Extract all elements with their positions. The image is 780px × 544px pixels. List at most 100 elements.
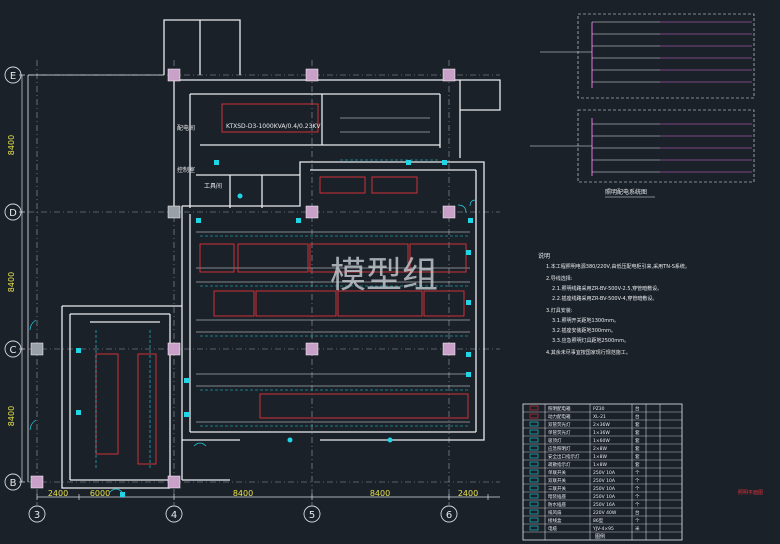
legend-cell: 1×36W xyxy=(593,430,610,436)
legend-cell: 双管荧光灯 xyxy=(548,421,571,428)
legend-cell: 单联开关 xyxy=(548,469,566,476)
axis-bubble-d: D xyxy=(4,203,22,221)
notes-heading: 说明 xyxy=(538,252,550,260)
axis-bubble-4: 4 xyxy=(165,505,183,523)
legend-cell: XL-21 xyxy=(593,414,606,420)
legend-cell: 接线盒 xyxy=(548,517,562,524)
axis-bubble-5: 5 xyxy=(303,505,321,523)
side-room-label-1: 配电间 xyxy=(177,124,195,132)
legend-cell: 暗装插座 xyxy=(548,493,566,500)
legend-cell: 250V 10A xyxy=(593,478,616,484)
svg-text:D: D xyxy=(9,208,17,219)
door-swings xyxy=(29,199,477,493)
row-dim-2: 8400 xyxy=(7,272,16,292)
legend-symbol xyxy=(529,477,539,483)
legend-cell: 排风扇 xyxy=(548,509,562,516)
legend-cell: 个 xyxy=(635,494,640,500)
legend-cell: PZ30 xyxy=(593,406,605,412)
legend-cell: 套 xyxy=(635,429,640,436)
legend-cell: 防水插座 xyxy=(548,501,566,508)
legend-symbol xyxy=(529,501,539,507)
schedule-diagram-1 xyxy=(540,13,755,99)
schedule-diagram-2 xyxy=(530,109,755,183)
legend-symbol xyxy=(529,493,539,499)
legend-title: 图例 xyxy=(595,533,605,540)
row-dim-1: 8400 xyxy=(7,135,16,155)
notes-line: 2.1.照明线路采用ZR-BV-500V-2.5,穿管暗敷设。 xyxy=(552,285,662,292)
legend-cell: 安全出口指示灯 xyxy=(548,453,580,460)
lighting-fixtures xyxy=(76,160,473,497)
axis-bubble-3: 3 xyxy=(28,505,46,523)
legend-symbol xyxy=(529,429,539,435)
legend-cell: 1×8W xyxy=(593,454,607,460)
legend-symbol xyxy=(529,517,539,523)
col-dim-5: 2400 xyxy=(458,489,478,498)
legend-cell: 电缆 xyxy=(548,525,557,532)
legend-cell: 2×36W xyxy=(593,422,610,428)
legend-cell: 套 xyxy=(635,453,640,460)
axis-bubble-b: B xyxy=(4,473,22,491)
small-room-label: 工具间 xyxy=(204,182,222,190)
legend-cell: 个 xyxy=(635,502,640,508)
legend-cell: 台 xyxy=(635,509,640,516)
legend-cell: 台 xyxy=(635,405,640,412)
legend-cell: 双联开关 xyxy=(548,477,566,484)
col-dim-4: 8400 xyxy=(370,489,390,498)
legend-symbol xyxy=(529,405,539,411)
col-dim-3: 8400 xyxy=(233,489,253,498)
equipment-blocks xyxy=(95,103,469,465)
watermark: 模型组 xyxy=(330,255,438,296)
legend-cell: 2×8W xyxy=(593,446,607,452)
legend-symbol xyxy=(529,445,539,451)
legend-symbol xyxy=(529,525,539,531)
legend-cell: 250V 10A xyxy=(593,470,616,476)
legend-cell: 套 xyxy=(635,461,640,468)
room-labels: KTXSD-D3-1000KVA/0.4/0.23KV 配电间 控制室 工具间 xyxy=(177,123,321,190)
legend-symbol xyxy=(529,413,539,419)
structural-columns xyxy=(30,68,456,489)
legend-symbol xyxy=(529,485,539,491)
legend-symbol xyxy=(529,461,539,467)
notes-line: 4.其余未尽事宜按国家现行规范施工。 xyxy=(546,349,631,356)
legend-symbol xyxy=(529,453,539,459)
sheet-label: 照明平面图 xyxy=(738,490,763,496)
svg-text:E: E xyxy=(10,71,16,82)
svg-text:C: C xyxy=(10,345,17,356)
svg-text:3: 3 xyxy=(34,510,40,521)
transformer-label: KTXSD-D3-1000KVA/0.4/0.23KV xyxy=(226,123,321,130)
legend-cell: 吸顶灯 xyxy=(548,437,562,444)
equipment-rows xyxy=(196,117,470,423)
legend-cell: 250V 16A xyxy=(593,502,616,508)
legend-cell: 照明配电箱 xyxy=(548,405,571,412)
svg-text:4: 4 xyxy=(171,510,177,521)
axis-bubble-6: 6 xyxy=(440,505,458,523)
legend-cell: 个 xyxy=(635,518,640,524)
svg-text:6: 6 xyxy=(446,510,452,521)
notes-line: 2.2.插座线路采用ZR-BV-500V-4,穿管暗敷设。 xyxy=(552,295,657,302)
legend-cell: 台 xyxy=(635,413,640,420)
notes-line: 2.导线选择: xyxy=(546,275,573,282)
legend-cell: 套 xyxy=(635,421,640,428)
legend-cell: YJV-4×95 xyxy=(592,526,614,532)
legend-symbol xyxy=(529,421,539,427)
legend-cell: 个 xyxy=(635,486,640,492)
legend-cell: 220V 40W xyxy=(593,510,617,516)
notes-line: 1.本工程照明电源380/220V,由低压配电柜引来,采用TN-S系统。 xyxy=(546,263,690,270)
notes-line: 3.1.照明开关距地1300mm。 xyxy=(552,317,619,324)
legend-cell: 套 xyxy=(635,437,640,444)
notes-line: 3.灯具安装: xyxy=(546,307,573,314)
notes-line: 3.3.应急照明灯具距地2500mm。 xyxy=(552,337,629,344)
legend-symbol xyxy=(529,469,539,475)
legend-cell: 86型 xyxy=(593,517,604,524)
legend-cell: 单管荧光灯 xyxy=(548,429,571,436)
legend-cell: 动力配电箱 xyxy=(548,413,571,420)
dimension-lines xyxy=(19,74,500,500)
legend-cell: 1×8W xyxy=(593,462,607,468)
building-walls xyxy=(27,19,501,489)
legend-cell: 1×60W xyxy=(593,438,610,444)
dimension-texts: 8400 8400 8400 2400 6000 8400 8400 2400 xyxy=(7,135,478,498)
legend-cell: 套 xyxy=(635,445,640,452)
col-dim-1: 2400 xyxy=(48,489,68,498)
